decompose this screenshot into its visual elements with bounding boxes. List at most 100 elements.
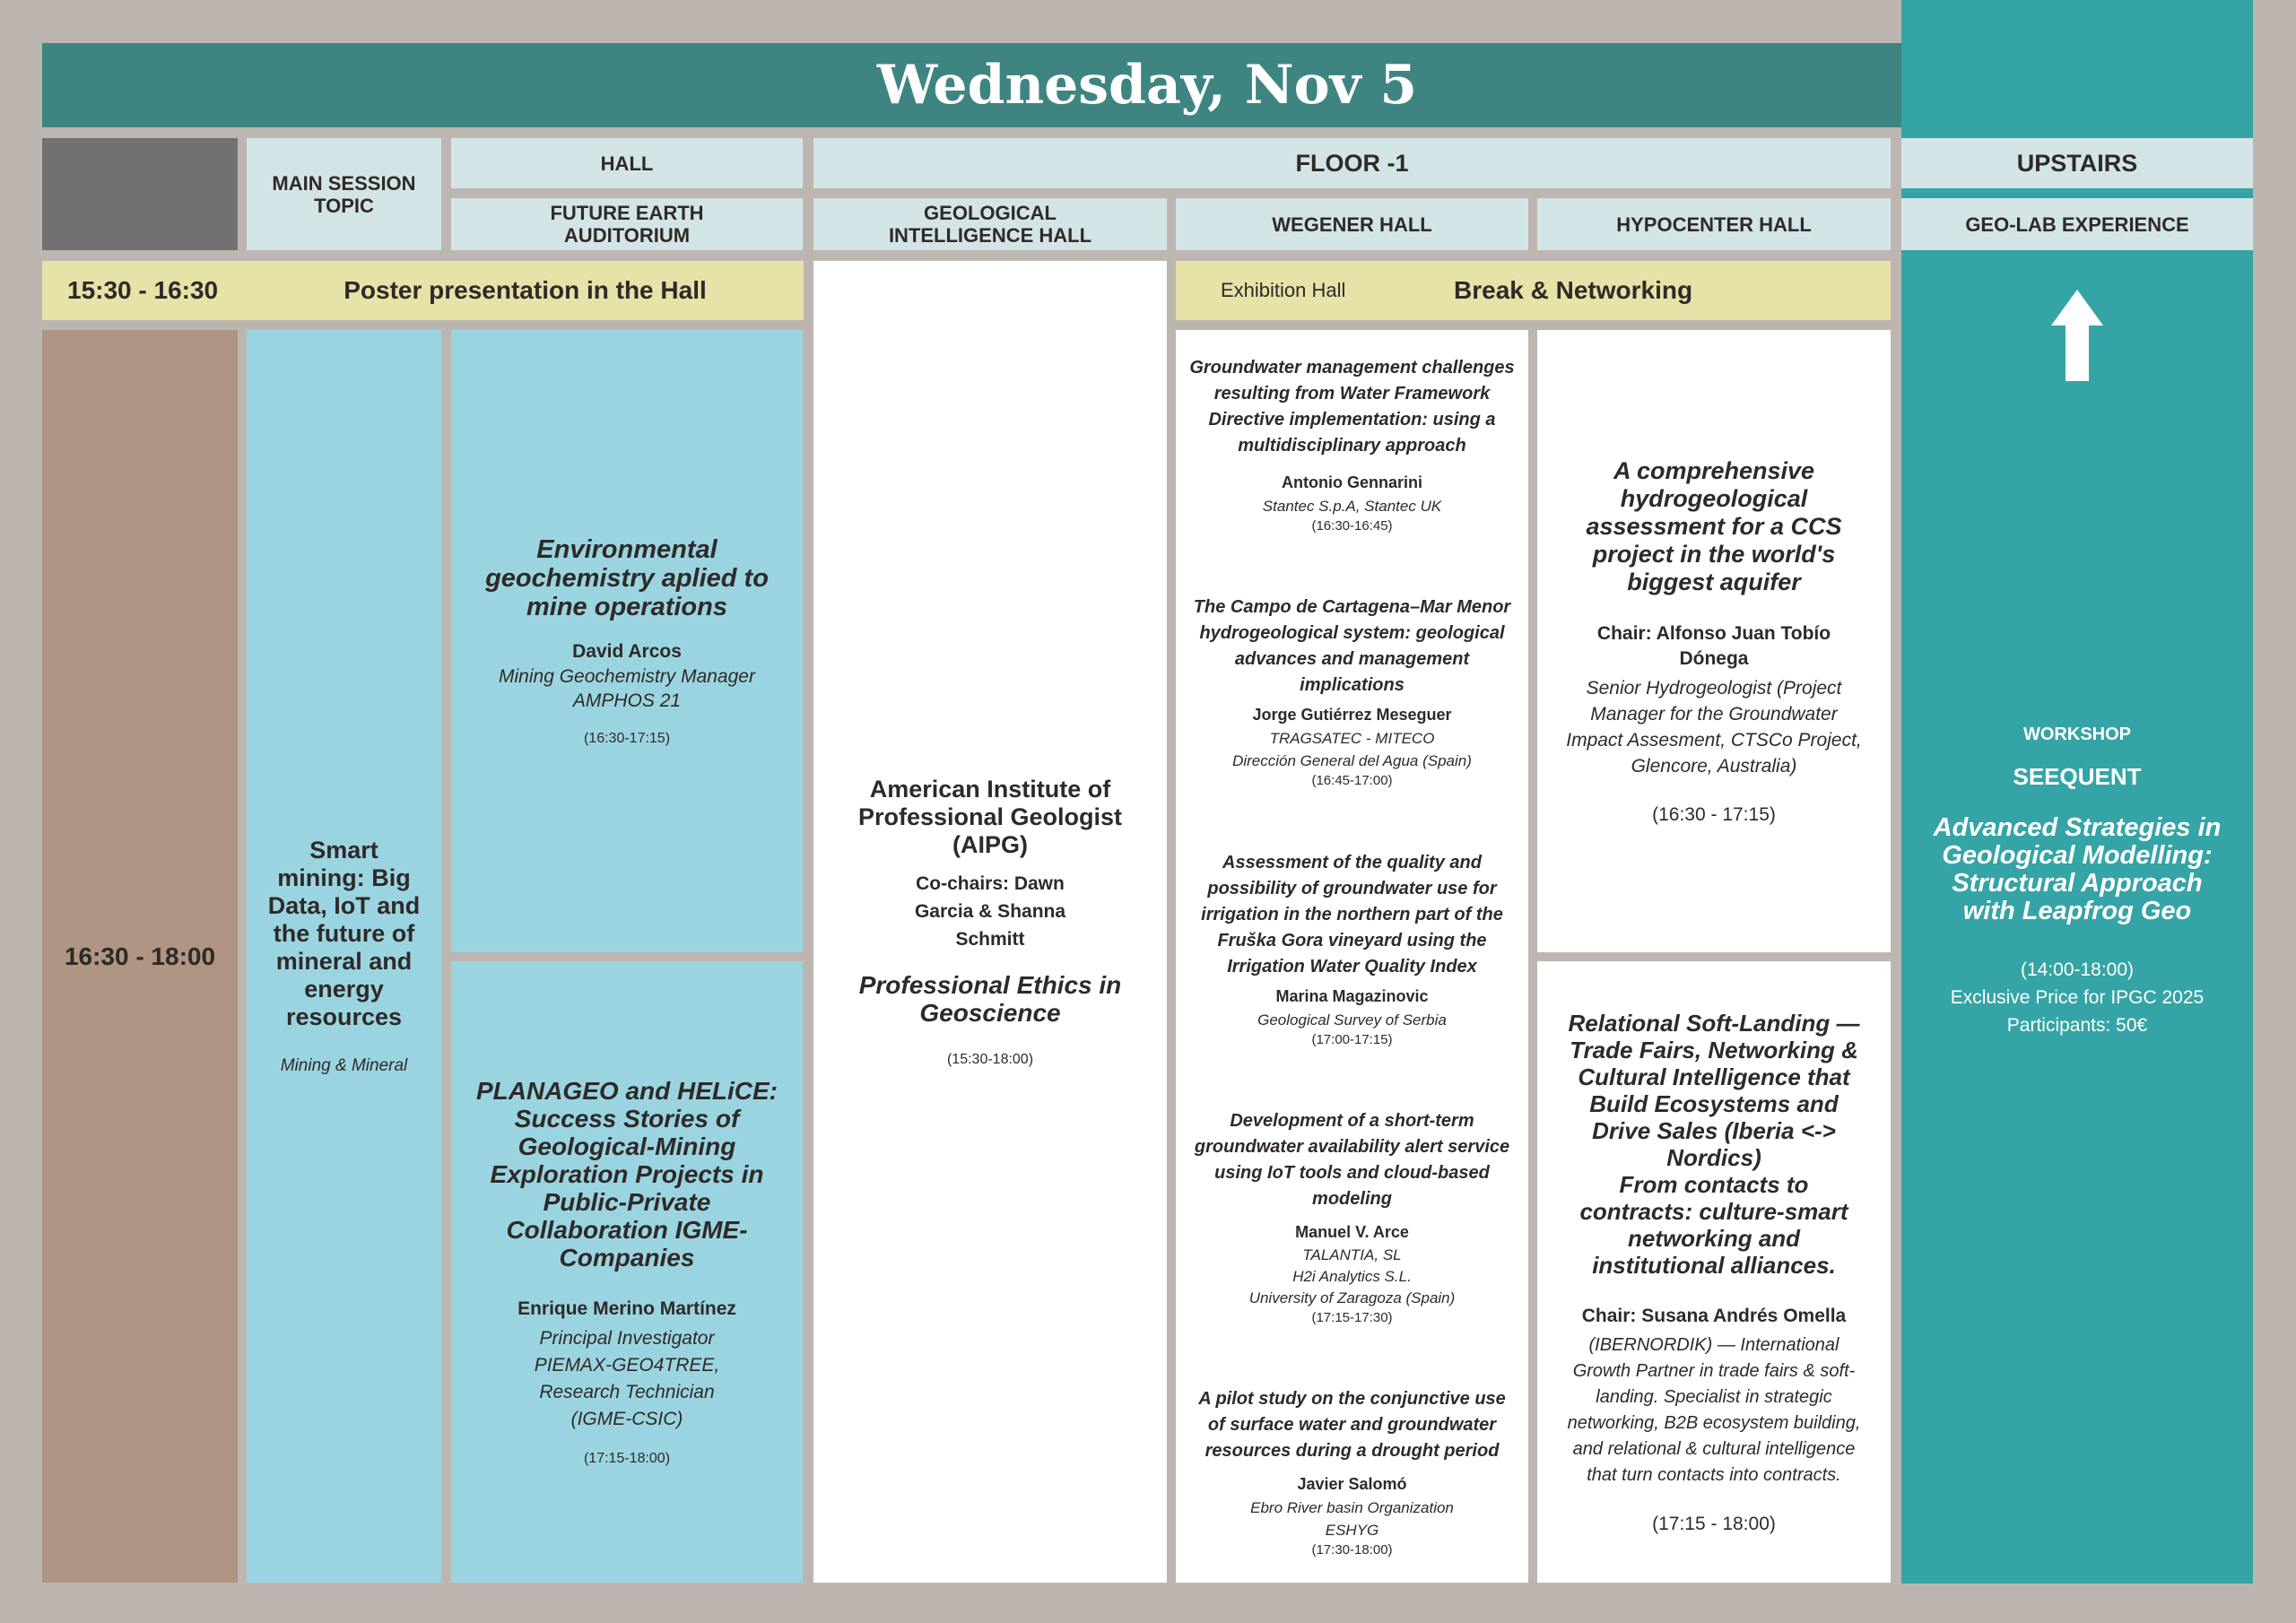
session-time: (17:15-18:00) <box>583 1451 671 1466</box>
geological-intelligence-cell: American Institute of Professional Geolo… <box>813 261 1167 1583</box>
workshop-price-line-2: Participants: 50€ <box>2006 1015 2148 1036</box>
header-upstairs: UPSTAIRS <box>1901 138 2253 188</box>
talk-speaker: Javier Salomó <box>1297 1475 1407 1493</box>
session-affiliation: AMPHOS 21 <box>572 690 682 711</box>
break-row: Exhibition Hall Break & Networking <box>1176 261 1891 320</box>
arrow-up-icon <box>2051 290 2103 381</box>
geolab-workshop: WORKSHOP SEEQUENT Advanced Strategies in… <box>1901 708 2253 1067</box>
wegener-cell: Groundwater management challenges result… <box>1176 330 1528 1583</box>
talk-affiliation: University of Zaragoza (Spain) <box>1248 1289 1456 1306</box>
session-affiliation: Research Technician <box>539 1382 715 1402</box>
session-time: (16:30 - 17:15) <box>1652 803 1776 825</box>
session-title: Relational Soft-Landing — Trade Fairs, N… <box>1568 1009 1860 1171</box>
aipg-org: American Institute of Professional Geolo… <box>857 776 1123 858</box>
session-title: A comprehensive hydrogeological assessme… <box>1586 456 1842 595</box>
corner-cell <box>42 138 238 250</box>
header-floor-minus1: FLOOR -1 <box>813 138 1891 188</box>
session-title: Environmental geochemistry aplied to min… <box>485 535 769 621</box>
session-chair: Chair: Alfonso Juan Tobío Dónega <box>1596 622 1831 669</box>
session-affiliation: Principal Investigator <box>539 1328 715 1349</box>
session-chair: Chair: Susana Andrés Omella <box>1581 1305 1847 1326</box>
workshop-price-line-1: Exclusive Price for IPGC 2025 <box>1950 987 2205 1008</box>
main-topic-cell: Smart mining: Big Data, IoT and the futu… <box>247 330 441 1583</box>
header-upstairs-text: UPSTAIRS <box>2016 149 2138 177</box>
session-time: (16:30-17:15) <box>583 731 671 746</box>
poster-label: Poster presentation in the Hall <box>344 276 707 304</box>
page-title: Wednesday, Nov 5 <box>42 43 2252 127</box>
talk-affiliation: Ebro River basin Organization <box>1250 1499 1454 1516</box>
main-topic-title: Smart mining: Big Data, IoT and the futu… <box>267 837 421 1030</box>
title-text: Wednesday, Nov 5 <box>876 54 1418 117</box>
session-subtitle: From contacts to contracts: culture-smar… <box>1579 1170 1848 1279</box>
header-main-session-topic: MAIN SESSION TOPIC <box>247 138 441 250</box>
workshop-company: SEEQUENT <box>2013 763 2142 790</box>
talk-affiliation: Stantec S.p.A, Stantec UK <box>1262 498 1442 515</box>
row1-time: 15:30 - 16:30 <box>67 276 219 304</box>
upstairs-column-bg <box>1901 0 2253 1584</box>
talk-time: (17:15-17:30) <box>1311 1309 1393 1325</box>
talk-title: Assessment of the quality and possibilit… <box>1201 852 1503 976</box>
session-title: Professional Ethics in Geoscience <box>858 971 1122 1027</box>
header-geological-intelligence-text: GEOLOGICAL INTELLIGENCE HALL <box>888 202 1092 247</box>
row2-time: 16:30 - 18:00 <box>64 942 216 970</box>
exhibition-hall-label: Exhibition Hall <box>1221 279 1346 301</box>
talk-title: A pilot study on the conjunctive use of … <box>1198 1389 1506 1461</box>
session-chair-desc: (IBERNORDIK) — International Growth Part… <box>1567 1334 1861 1485</box>
hypocenter-session-2: Relational Soft-Landing — Trade Fairs, N… <box>1537 961 1891 1583</box>
header-hall-text: HALL <box>600 152 654 175</box>
header-wegener: WEGENER HALL <box>1176 198 1528 250</box>
session-speaker: David Arcos <box>572 641 682 662</box>
talk-time: (17:30-18:00) <box>1311 1542 1393 1558</box>
talk-title: Development of a short-term groundwater … <box>1194 1110 1510 1209</box>
talk-affiliation: Dirección General del Agua (Spain) <box>1232 752 1472 770</box>
hypocenter-session-1: A comprehensive hydrogeological assessme… <box>1537 330 1891 952</box>
break-networking-label: Break & Networking <box>1454 276 1693 304</box>
talk-affiliation: TALANTIA, SL <box>1302 1245 1402 1263</box>
header-geolab: GEO-LAB EXPERIENCE <box>1901 198 2253 250</box>
wegener-talk-4: Development of a short-term groundwater … <box>1188 1108 1516 1327</box>
session-time: (17:15 - 18:00) <box>1652 1513 1776 1534</box>
session-title: PLANAGEO and HELiCE: Success Stories of … <box>475 1077 778 1271</box>
header-floor-minus1-text: FLOOR -1 <box>1295 149 1409 177</box>
workshop-title: Advanced Strategies in Geological Modell… <box>1933 813 2222 925</box>
session-time: (15:30-18:00) <box>946 1052 1034 1067</box>
talk-speaker: Marina Magazinovic <box>1275 986 1429 1005</box>
talk-affiliation: ESHYG <box>1325 1522 1379 1539</box>
header-hypocenter-text: HYPOCENTER HALL <box>1616 213 1812 236</box>
header-hypocenter: HYPOCENTER HALL <box>1537 198 1891 250</box>
row2-time-cell: 16:30 - 18:00 <box>42 330 238 1583</box>
talk-time: (16:30-16:45) <box>1311 518 1393 534</box>
header-geolab-text: GEO-LAB EXPERIENCE <box>1965 213 2189 236</box>
header-wegener-text: WEGENER HALL <box>1272 213 1432 236</box>
header-hall: HALL <box>451 138 803 188</box>
session-affiliation: PIEMAX-GEO4TREE, <box>534 1355 720 1376</box>
talk-speaker: Manuel V. Arce <box>1295 1222 1409 1241</box>
wegener-talk-3: Assessment of the quality and possibilit… <box>1188 850 1516 1049</box>
wegener-talk-2: The Campo de Cartagena–Mar Menor hydroge… <box>1188 595 1516 790</box>
future-earth-session-2: PLANAGEO and HELiCE: Success Stories of … <box>451 961 803 1583</box>
talk-title: The Campo de Cartagena–Mar Menor hydroge… <box>1193 597 1511 696</box>
workshop-time: (14:00-18:00) <box>2020 959 2135 980</box>
aipg-cochairs: Co-chairs: Dawn Garcia & Shanna Schmitt <box>914 873 1066 950</box>
header-main-session-topic-text: MAIN SESSION TOPIC <box>272 171 416 217</box>
talk-affiliation: TRAGSATEC - MITECO <box>1269 730 1435 748</box>
main-topic-category: Mining & Mineral <box>280 1056 408 1075</box>
wegener-talk-5: A pilot study on the conjunctive use of … <box>1188 1386 1516 1559</box>
talk-speaker: Jorge Gutiérrez Meseguer <box>1252 706 1452 725</box>
talk-time: (16:45-17:00) <box>1311 773 1393 789</box>
session-affiliation: (IGME-CSIC) <box>570 1409 683 1429</box>
talk-affiliation: H2i Analytics S.L. <box>1292 1267 1412 1285</box>
session-speaker: Enrique Merino Martínez <box>517 1298 736 1319</box>
talk-affiliation: Geological Survey of Serbia <box>1257 1011 1447 1028</box>
talk-speaker: Antonio Gennarini <box>1282 473 1422 491</box>
wegener-talk-1: Groundwater management challenges result… <box>1188 355 1516 535</box>
talk-time: (17:00-17:15) <box>1311 1031 1393 1047</box>
workshop-label: WORKSHOP <box>2023 725 2131 744</box>
header-future-earth: FUTURE EARTH AUDITORIUM <box>451 198 803 250</box>
header-geological-intelligence: GEOLOGICAL INTELLIGENCE HALL <box>813 198 1167 250</box>
future-earth-session-1: Environmental geochemistry aplied to min… <box>451 330 803 952</box>
poster-row: 15:30 - 16:30 Poster presentation in the… <box>42 261 804 320</box>
session-chair-desc: Senior Hydrogeologist (Project Manager f… <box>1566 677 1862 777</box>
talk-title: Groundwater management challenges result… <box>1189 358 1515 456</box>
header-future-earth-text: FUTURE EARTH AUDITORIUM <box>550 202 704 247</box>
